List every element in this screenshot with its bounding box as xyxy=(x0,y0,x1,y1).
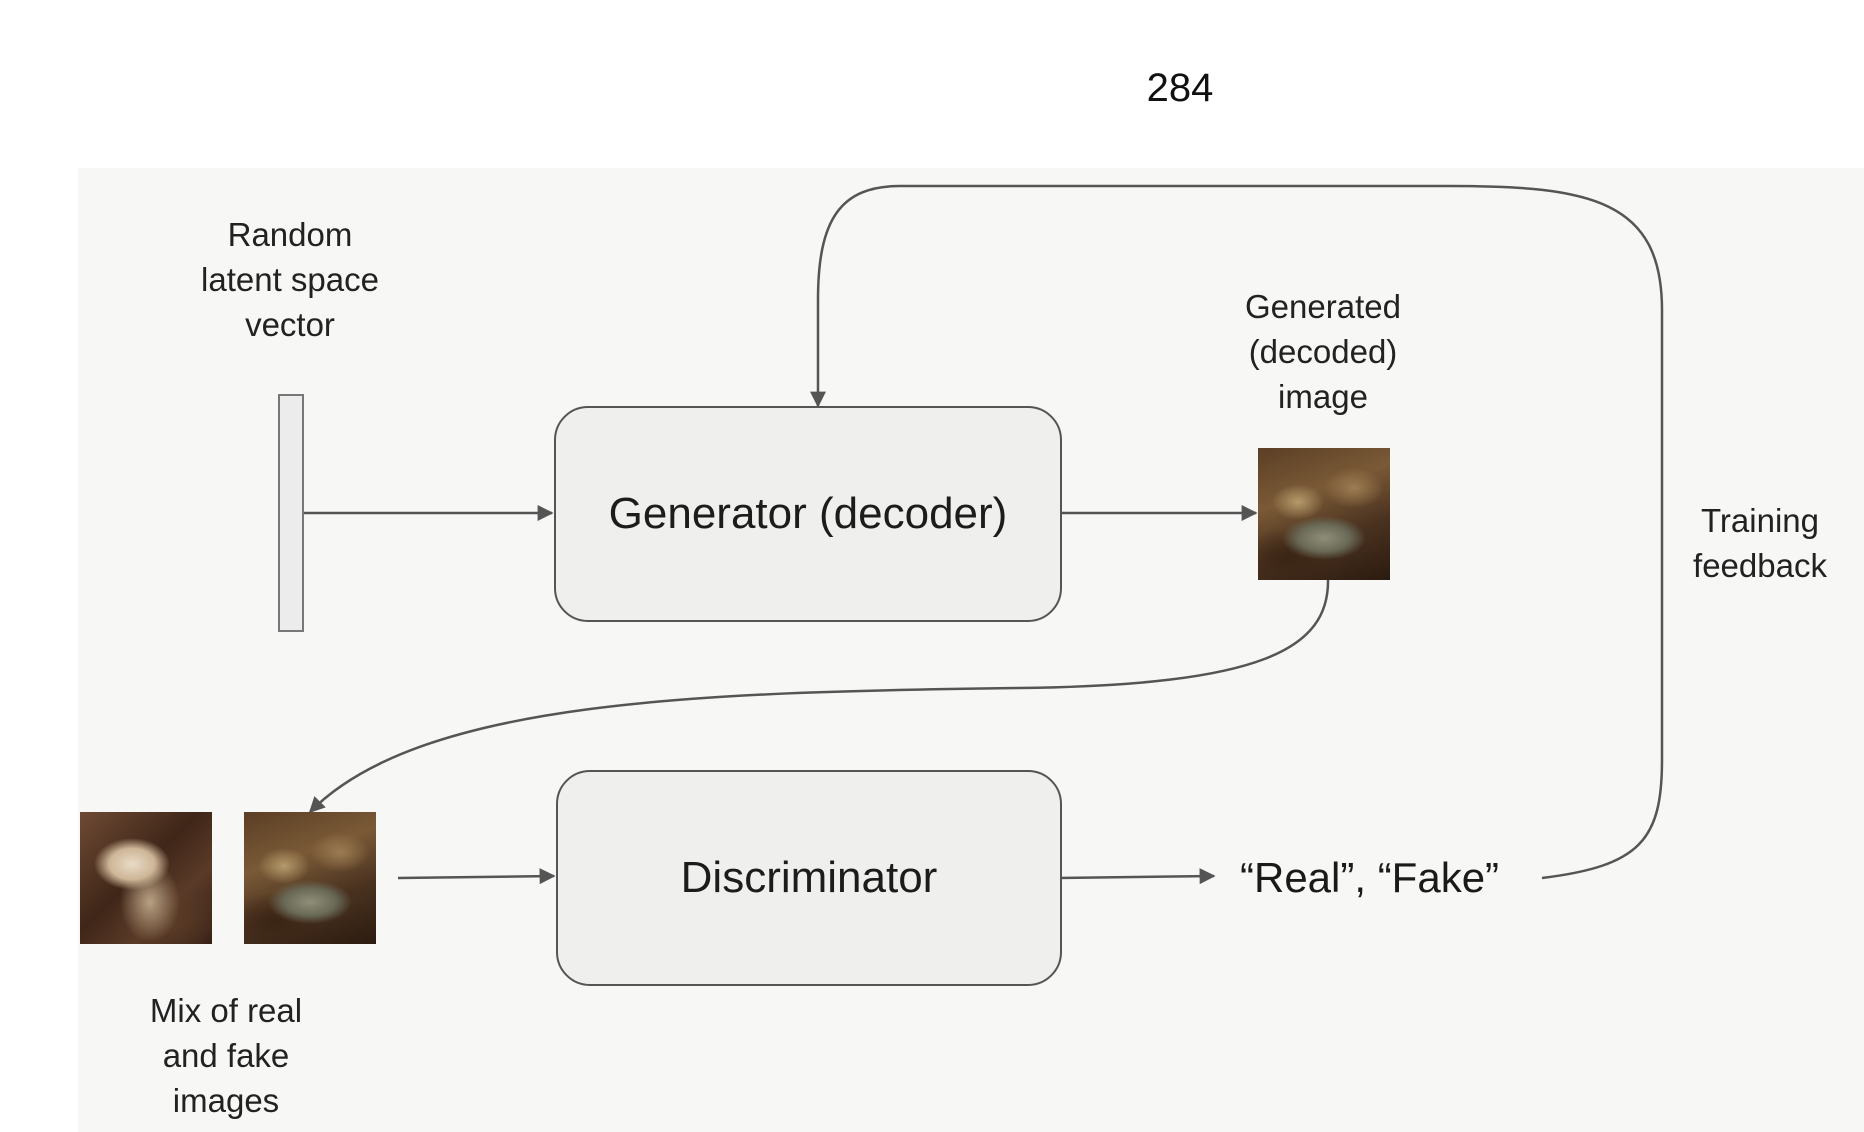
generated-image xyxy=(1258,448,1390,580)
latent-vector-bar xyxy=(278,394,304,632)
arrow-discriminator-to-output xyxy=(1057,868,1216,885)
discriminator-label: Discriminator xyxy=(680,853,938,902)
arrow-generated-to-mix xyxy=(308,577,1330,814)
latent-vector-label: Random latent space vector xyxy=(201,216,379,343)
fake-image xyxy=(244,812,376,944)
generator-label: Generator (decoder) xyxy=(608,489,1008,538)
discriminator-box: Discriminator xyxy=(556,770,1062,986)
real-image xyxy=(80,812,212,944)
arrow-mix-to-discriminator xyxy=(397,868,556,885)
generated-image-label: Generated (decoded) image xyxy=(1245,288,1401,415)
output-label: “Real”, “Fake” xyxy=(1240,854,1500,901)
mix-images-label: Mix of real and fake images xyxy=(149,992,303,1119)
arrow-training-feedback xyxy=(810,184,1664,880)
generator-box: Generator (decoder) xyxy=(554,406,1062,622)
page-number: 284 xyxy=(1146,66,1214,110)
training-feedback-label: Training feedback xyxy=(1693,502,1827,584)
